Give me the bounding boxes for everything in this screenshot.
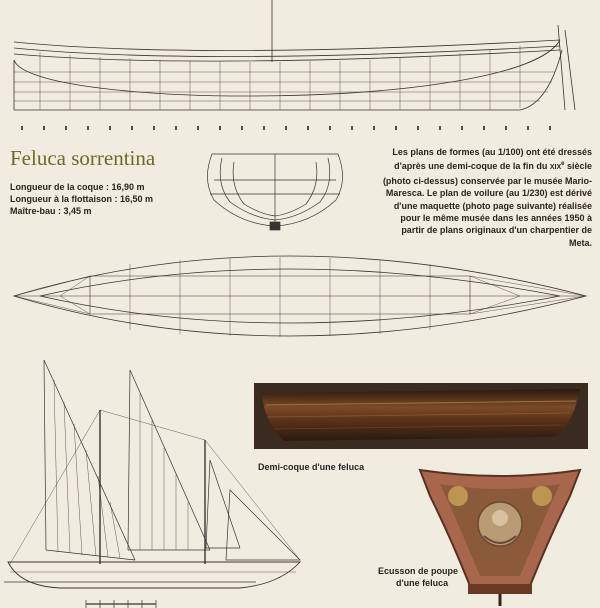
- spec-waterline-length: Longueur à la flottaison : 16,50 m: [10, 194, 154, 204]
- stern-escutcheon-photo: [418, 468, 582, 606]
- century-suffix: e: [561, 161, 565, 168]
- half-hull-photo: [254, 383, 588, 449]
- century-numeral: XIX: [549, 164, 562, 172]
- caption-half-hull: Demi-coque d'une feluca: [258, 462, 365, 472]
- description-part-1: Les plans de formes (au 1/100) ont été d…: [392, 147, 592, 172]
- page-title: Feluca sorrentina: [10, 146, 156, 170]
- caption-stern-line-2: d'une feluca: [396, 578, 449, 588]
- hull-plan-drawing: [12, 255, 588, 337]
- hull-profile-drawing: [13, 0, 576, 130]
- description-text: Les plans de formes (au 1/100) ont été d…: [380, 146, 592, 249]
- spec-beam: Maître-bau : 3,45 m: [10, 206, 92, 216]
- caption-stern-line-1: Ecusson de poupe: [378, 566, 459, 576]
- description-part-2: siècle (photo ci-dessus) conservée par l…: [382, 161, 592, 248]
- spec-hull-length: Longueur de la coque : 16,90 m: [10, 182, 145, 192]
- hull-section-drawing: [207, 153, 343, 231]
- sail-plan-drawing: [4, 359, 302, 608]
